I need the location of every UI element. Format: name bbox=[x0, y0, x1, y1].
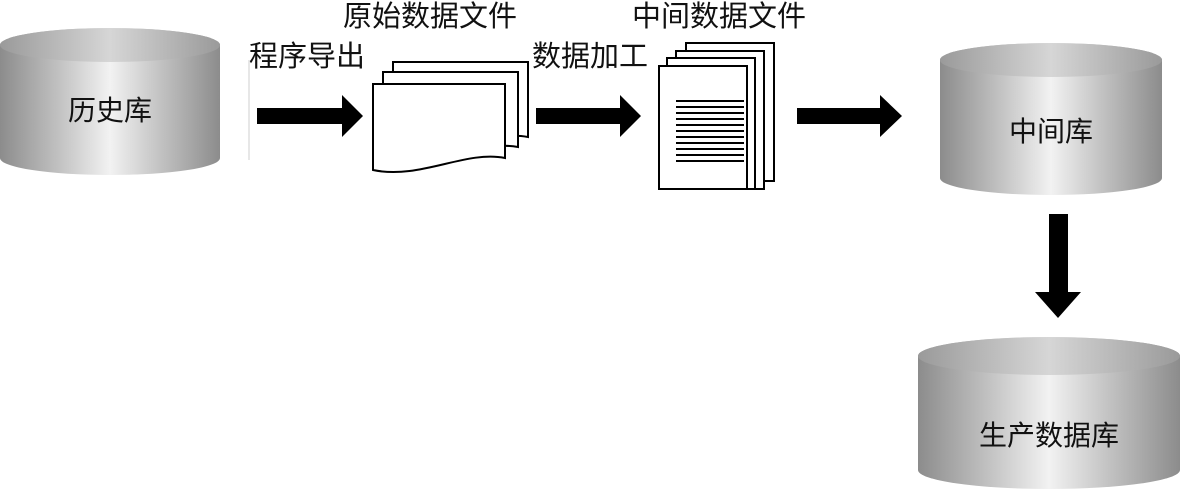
arrow-raw-to-intermediate-files bbox=[536, 95, 641, 137]
intermediate-db-label: 中间库 bbox=[1009, 115, 1093, 148]
raw-data-files-label: 原始数据文件 bbox=[343, 0, 517, 33]
production-db-cylinder: 生产数据库 bbox=[918, 337, 1180, 489]
production-db-label: 生产数据库 bbox=[979, 419, 1119, 452]
history-db-label: 历史库 bbox=[68, 94, 152, 127]
arrow-files-to-intermediate-db bbox=[797, 95, 902, 137]
history-db-cylinder: 历史库 bbox=[0, 28, 220, 175]
arrow-history-to-raw bbox=[257, 95, 363, 137]
intermediate-data-files-label: 中间数据文件 bbox=[632, 0, 806, 33]
arrow-intermediate-to-production-db bbox=[1035, 214, 1081, 318]
export-label: 程序导出 bbox=[249, 39, 365, 73]
raw-data-files-icon bbox=[372, 61, 529, 174]
processing-label: 数据加工 bbox=[532, 39, 648, 73]
document-text-lines-icon bbox=[676, 100, 744, 162]
intermediate-db-cylinder: 中间库 bbox=[940, 43, 1162, 195]
intermediate-data-files-icon bbox=[658, 42, 775, 190]
